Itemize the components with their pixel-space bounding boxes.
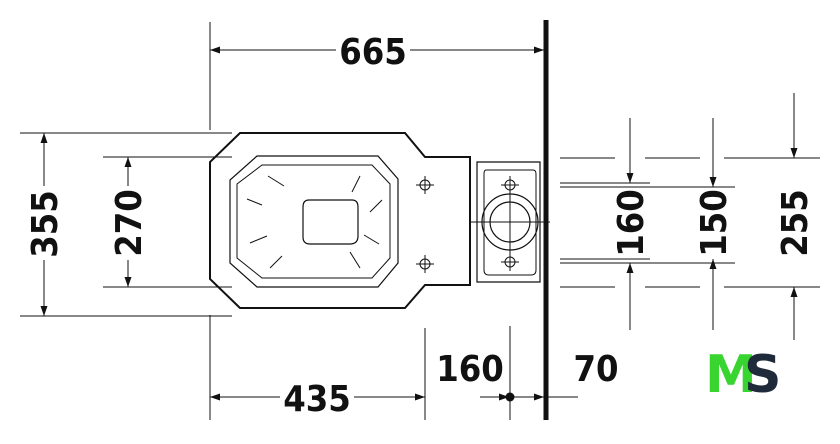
dim-seat-width-label: 270 [109, 189, 150, 257]
dim-overall-width: 355 [25, 133, 66, 316]
seat-inner [236, 164, 391, 279]
ms-logo: M S [705, 345, 781, 405]
dim-overall-width-label: 355 [25, 190, 66, 258]
tank-fixing-top [501, 176, 519, 194]
dim-seat-width: 270 [109, 157, 150, 287]
seat-outline [229, 155, 399, 288]
fixing-point-bottom [416, 255, 434, 273]
dim-axis-offset-label: 160 [436, 349, 504, 390]
tank-fixing-bottom [501, 253, 519, 271]
dim-wall-to-axis: 70 [510, 349, 619, 401]
dim-overall-length: 665 [210, 32, 544, 73]
dim-front-to-axis-label: 435 [283, 379, 351, 420]
dim-outlet-height-2-label: 150 [694, 189, 735, 257]
drain-opening [302, 199, 359, 245]
dim-overall-length-label: 665 [339, 32, 407, 73]
dim-outlet-height-3-label: 255 [775, 189, 816, 257]
logo-letter-m: M [705, 345, 757, 405]
bowl-outline [209, 132, 471, 309]
dim-outlet-height-2: 150 [694, 118, 735, 330]
dim-outlet-height-1: 160 [611, 118, 652, 330]
logo-letter-s: S [744, 345, 781, 405]
extension-lines [20, 22, 820, 420]
tank-outline [476, 161, 541, 283]
seat-rays [246, 175, 383, 269]
dim-outlet-height-1-label: 160 [611, 189, 652, 257]
toilet-top-view [209, 132, 550, 309]
tank-inner [483, 169, 537, 276]
dim-front-to-axis: 435 [210, 379, 425, 420]
dim-wall-to-axis-label: 70 [573, 349, 618, 390]
fixing-point-top [416, 176, 434, 194]
dim-outlet-height-3: 255 [775, 93, 816, 340]
dim-axis-offset: 160 [436, 349, 515, 402]
